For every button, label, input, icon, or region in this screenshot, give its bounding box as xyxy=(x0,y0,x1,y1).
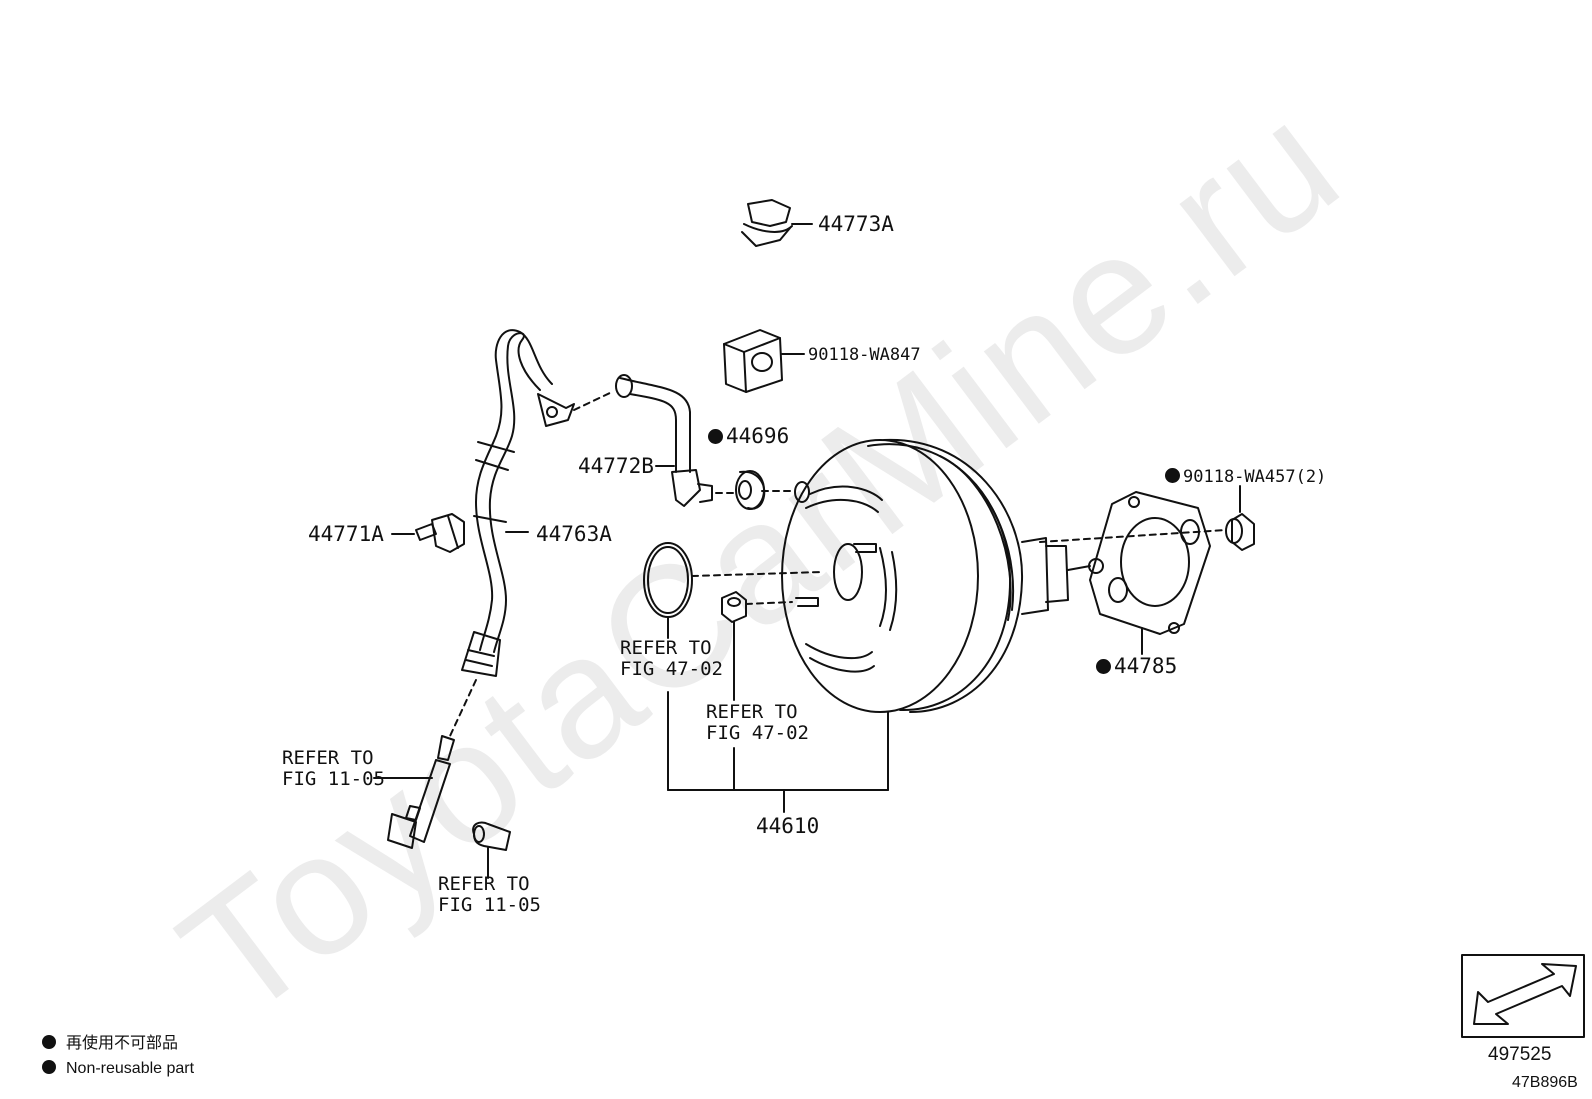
check-valve-44771A xyxy=(391,513,465,553)
non-reusable-marker xyxy=(1165,468,1180,483)
part-label-44785: 44785 xyxy=(1096,656,1177,677)
connector-plug xyxy=(472,821,511,879)
bracket-44610 xyxy=(667,691,889,813)
part-label-44773A: 44773A xyxy=(818,212,894,236)
part-label-90118-WA457: 90118-WA457(2) xyxy=(1165,467,1326,488)
legend-english: Non-reusable part xyxy=(42,1059,194,1079)
direction-indicator xyxy=(1461,954,1585,1038)
grommet-44696 xyxy=(715,470,795,510)
nut xyxy=(721,591,793,701)
clamp-90118-WA847 xyxy=(723,329,805,393)
pipe-44772B xyxy=(573,374,713,507)
nut-90118-WA457 xyxy=(1225,485,1255,551)
part-label-90118-WA847: 90118-WA847 xyxy=(808,345,921,365)
figure-code: 497525 xyxy=(1488,1044,1552,1065)
part-label-44610: 44610 xyxy=(756,814,820,838)
part-label-44696: 44696 xyxy=(708,426,789,447)
legend-dot xyxy=(42,1060,56,1074)
o-ring xyxy=(643,542,823,639)
part-label-44763A: 44763A xyxy=(536,522,612,546)
clip-44773A xyxy=(741,199,813,247)
legend-japanese: 再使用不可部品 xyxy=(42,1034,178,1054)
gasket-44785 xyxy=(1089,491,1211,655)
hose-44763A xyxy=(461,329,575,677)
brake-booster-44610 xyxy=(781,438,1227,791)
legend-dot xyxy=(42,1035,56,1049)
part-label-44772B: 44772B xyxy=(578,454,654,478)
non-reusable-marker xyxy=(1096,659,1111,674)
catalog-code: 47B896B xyxy=(1512,1074,1578,1091)
part-label-44771A: 44771A xyxy=(308,522,384,546)
vacuum-sensor xyxy=(373,679,477,849)
non-reusable-marker xyxy=(708,429,723,444)
